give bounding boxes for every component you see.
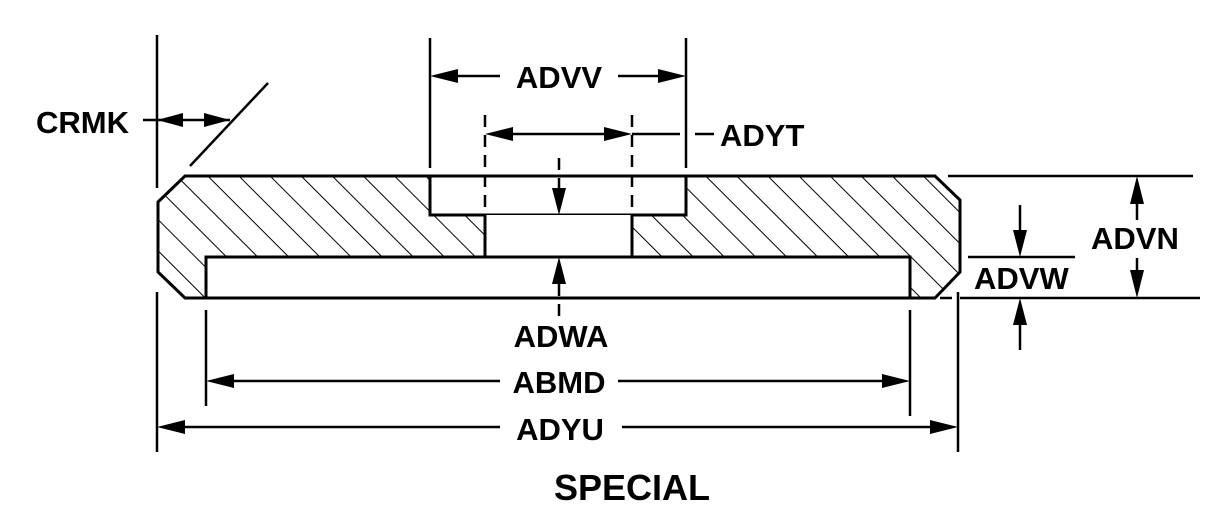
label-adyt: ADYT — [720, 118, 804, 153]
diagram-title: SPECIAL — [554, 467, 710, 508]
dimension-advv — [430, 69, 686, 83]
dimension-crmk — [143, 113, 230, 127]
label-abmd: ABMD — [513, 365, 606, 400]
label-adwa: ADWA — [514, 319, 609, 354]
hatched-body-left — [158, 176, 485, 298]
dimension-abmd — [206, 374, 910, 388]
recess-bottom — [204, 255, 912, 300]
label-advv: ADVV — [516, 60, 602, 95]
label-adyu: ADYU — [516, 412, 604, 447]
label-crmk: CRMK — [36, 105, 130, 140]
dimension-adyt — [485, 127, 714, 141]
part-cross-section — [156, 174, 962, 300]
dimension-advw — [1013, 205, 1027, 350]
label-advn: ADVN — [1091, 221, 1179, 256]
extension-lines — [155, 35, 1200, 452]
hatched-body-right — [632, 176, 960, 298]
dimension-adyu — [157, 420, 958, 434]
through-bore — [485, 215, 632, 257]
dimension-advn — [1130, 176, 1144, 298]
label-advw: ADVW — [974, 261, 1069, 296]
dimension-adwa — [552, 158, 566, 318]
